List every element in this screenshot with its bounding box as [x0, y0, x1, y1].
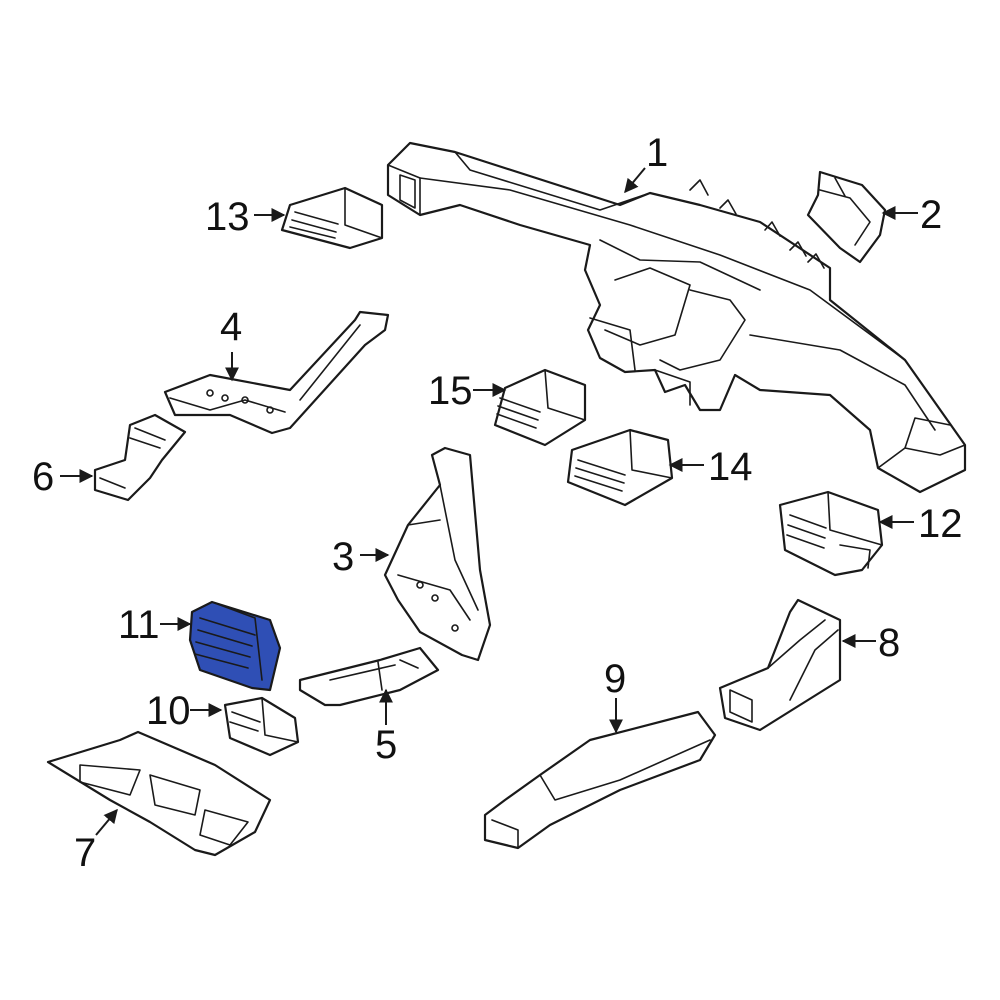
part-15-vent[interactable] — [493, 368, 587, 447]
callout-8[interactable]: 8 — [878, 621, 900, 665]
part-2-duct[interactable] — [806, 170, 887, 264]
callout-6[interactable]: 6 — [32, 455, 54, 499]
leader-7 — [95, 808, 118, 836]
part-1-main-duct[interactable] — [386, 141, 967, 494]
callout-4[interactable]: 4 — [220, 305, 242, 349]
callout-7[interactable]: 7 — [74, 831, 96, 875]
part-6-duct[interactable] — [93, 413, 187, 502]
callout-10[interactable]: 10 — [146, 689, 191, 733]
part-10-vent[interactable] — [223, 696, 300, 757]
callout-13[interactable]: 13 — [205, 195, 250, 239]
part-4-duct[interactable] — [163, 310, 390, 435]
callout-15[interactable]: 15 — [428, 369, 473, 413]
callout-11[interactable]: 11 — [118, 603, 160, 647]
callout-1[interactable]: 1 — [646, 131, 668, 175]
leader-arrows — [60, 167, 918, 836]
part-14-vent[interactable] — [566, 428, 674, 507]
part-12-vent[interactable] — [778, 490, 884, 577]
callout-14[interactable]: 14 — [708, 445, 753, 489]
callout-labels: 1 2 3 4 5 6 7 8 9 10 11 12 13 14 15 — [32, 131, 963, 875]
part-8-duct[interactable] — [718, 598, 842, 732]
part-9-duct[interactable] — [483, 710, 717, 850]
part-11-vent-highlighted[interactable] — [188, 600, 282, 692]
callout-12[interactable]: 12 — [918, 502, 963, 546]
callout-9[interactable]: 9 — [604, 657, 626, 701]
part-5-duct[interactable] — [298, 646, 440, 707]
callout-3[interactable]: 3 — [332, 535, 354, 579]
part-3-duct[interactable] — [383, 446, 492, 662]
callout-5[interactable]: 5 — [375, 723, 397, 767]
part-7-panel[interactable] — [46, 730, 272, 857]
callout-2[interactable]: 2 — [920, 193, 942, 237]
part-13-vent[interactable] — [280, 186, 384, 250]
leader-1 — [624, 167, 646, 194]
